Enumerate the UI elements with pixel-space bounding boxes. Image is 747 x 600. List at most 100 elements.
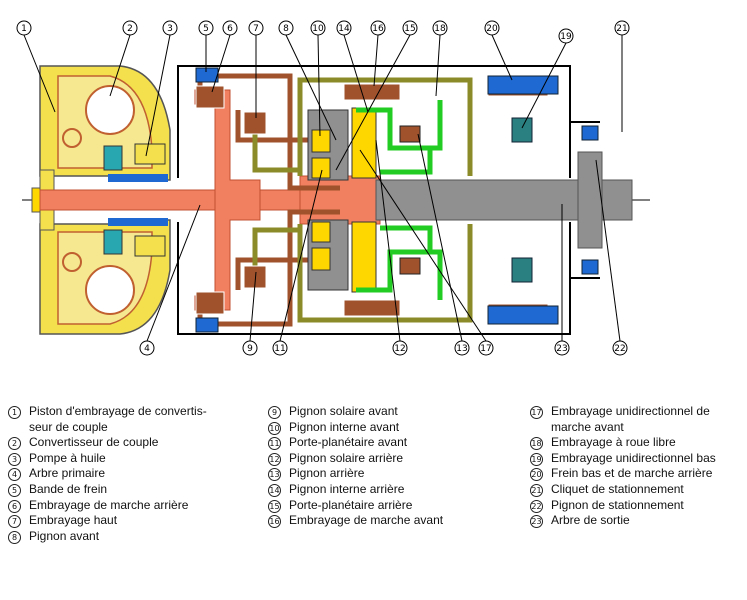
transmission-housing: [177, 65, 600, 335]
legend-number: 19: [530, 452, 543, 466]
callout-14: 14: [336, 20, 352, 36]
planetary-gearsets: [307, 107, 377, 293]
callout-20: 20: [484, 20, 500, 36]
svg-text:16: 16: [372, 24, 384, 34]
legend-number: 1: [8, 406, 21, 419]
legend-label: Convertisseur de couple: [29, 435, 159, 450]
output-shaft: [375, 151, 633, 249]
svg-text:6: 6: [227, 24, 233, 34]
low-one-way-clutch: [511, 117, 533, 283]
legend-number: 12: [268, 452, 281, 466]
legend-label: Pignon solaire avant: [289, 404, 398, 418]
svg-text:22: 22: [614, 344, 625, 354]
svg-text:2: 2: [127, 24, 133, 34]
legend-item-2: 2 Convertisseur de couple: [8, 435, 207, 451]
svg-text:10: 10: [312, 24, 324, 34]
svg-text:13: 13: [456, 344, 467, 354]
legend-label: Pignon avant: [29, 528, 100, 543]
transmission-cutaway-diagram: 1 2 3 4 5 6 7 8 9 10 11 12 13 14 15 16 1…: [16, 20, 650, 356]
svg-text:14: 14: [338, 24, 350, 34]
callout-6: 6: [222, 20, 238, 36]
svg-text:5: 5: [203, 24, 209, 34]
svg-text:11: 11: [274, 344, 285, 354]
legend-label: Pignon interne arrière: [289, 481, 405, 496]
callout-2: 2: [122, 20, 138, 36]
legend-item-5: 5 Bande de frein: [8, 482, 207, 498]
legend-label: Pignon arrière: [289, 466, 365, 481]
callout-10: 10: [310, 20, 326, 36]
callout-18: 18: [432, 20, 448, 36]
leader-lines: [23, 34, 623, 342]
legend-label: Pignon de stationnement: [551, 497, 684, 512]
legend-label: Frein bas et de marche arrière: [551, 466, 713, 481]
callout-17: 17: [478, 340, 494, 356]
legend-number: 14: [268, 483, 281, 497]
svg-text:19: 19: [560, 32, 572, 42]
callout-21: 21: [614, 20, 630, 36]
svg-text:7: 7: [253, 24, 259, 34]
legend-item-9: 9 Pignon solaire avant: [268, 404, 443, 420]
legend-label: Arbre de sortie: [551, 513, 630, 528]
svg-text:18: 18: [434, 24, 446, 34]
callout-16: 16: [370, 20, 386, 36]
legend-item-22: 22 Pignon de stationnement: [530, 498, 716, 514]
one-way-clutch: [356, 100, 443, 300]
svg-text:20: 20: [486, 24, 498, 34]
legend-number: 11: [268, 437, 281, 451]
legend-label: Bande de frein: [29, 481, 108, 496]
legend-item-10: 10 Pignon interne avant: [268, 420, 443, 436]
legend-item-20: 20 Frein bas et de marche arrière: [530, 466, 716, 482]
legend-label: Piston d'embrayage de convertis- seur de…: [29, 404, 207, 434]
parking-pawl: [581, 125, 599, 275]
legend-number: 10: [268, 421, 281, 435]
callout-13: 13: [454, 340, 470, 356]
legend-item-13: 13 Pignon arrière: [268, 466, 443, 482]
svg-text:3: 3: [167, 24, 173, 34]
legend-label: Arbre primaire: [29, 466, 106, 481]
callout-7: 7: [248, 20, 264, 36]
legend-number: 3: [8, 452, 21, 466]
callout-15: 15: [402, 20, 418, 36]
oil-pump: [103, 143, 168, 257]
legend-item-14: 14 Pignon interne arrière: [268, 482, 443, 498]
legend-label: Porte-planétaire avant: [289, 435, 408, 450]
legend-label: Embrayage unidirectionnel de marche avan…: [551, 404, 710, 434]
svg-text:12: 12: [394, 344, 405, 354]
legend-number: 9: [268, 406, 281, 419]
legend-label: Embrayage haut: [29, 513, 118, 528]
legend-column-1: 1 Piston d'embrayage de convertis- seur d…: [8, 404, 207, 544]
legend-number: 21: [530, 483, 543, 497]
legend-item-3: 3 Pompe à huile: [8, 451, 207, 467]
svg-text:23: 23: [556, 344, 567, 354]
legend-number: 6: [8, 499, 21, 513]
legend-label: Pompe à huile: [29, 450, 106, 465]
callout-8: 8: [278, 20, 294, 36]
legend-number: 20: [530, 468, 543, 482]
legend-number: 2: [8, 437, 21, 451]
legend-item-19: 19 Embrayage unidirectionnel bas: [530, 451, 716, 467]
legend-number: 5: [8, 483, 21, 497]
legend-number: 22: [530, 499, 543, 513]
svg-text:1: 1: [21, 24, 27, 34]
legend-label: Embrayage à roue libre: [551, 435, 676, 450]
free-wheel-clutch: [399, 125, 421, 275]
legend-label: Pignon interne avant: [289, 419, 400, 434]
legend-label: Embrayage de marche avant: [289, 513, 444, 528]
legend-number: 13: [268, 468, 281, 482]
legend-number: 7: [8, 515, 21, 529]
svg-text:17: 17: [480, 344, 491, 354]
callout-19: 19: [558, 28, 574, 44]
legend-item-7: 7 Embrayage haut: [8, 513, 207, 529]
legend-label: Embrayage unidirectionnel bas: [551, 450, 716, 465]
callout-markers: 1 2 3 4 5 6 7 8 9 10 11 12 13 14 15 16 1…: [16, 20, 630, 356]
callout-22: 22: [612, 340, 628, 356]
legend-label: Porte-planétaire arrière: [289, 497, 413, 512]
svg-text:9: 9: [247, 344, 253, 354]
